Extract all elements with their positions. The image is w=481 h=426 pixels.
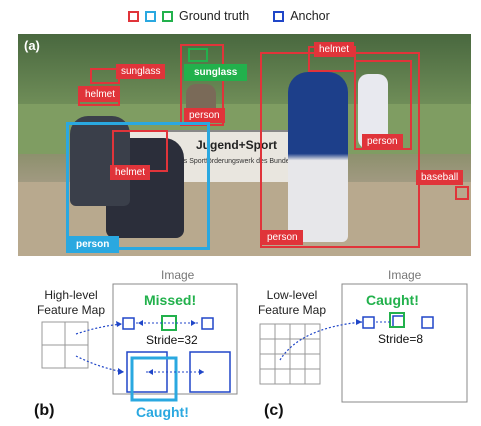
gt-box-person-top: [180, 44, 224, 126]
panel-b-missed-label: Missed!: [144, 292, 197, 308]
gt-large-blue-b: [130, 356, 178, 402]
panel-c-stride-label: Stride=8: [378, 332, 424, 346]
panel-c-feature-map-label: Low-level Feature Map: [252, 288, 332, 318]
panel-c-image-frame: [341, 283, 468, 403]
legend-gt-blue-swatch: [145, 10, 156, 22]
panel-a-photo: 13 Jugend+Sport das Sportförderungswerk …: [18, 34, 471, 256]
gt-box-person-batter: [260, 52, 420, 248]
gt-box-sunglass-green: [188, 48, 208, 62]
gt-box-person-right: [354, 60, 412, 150]
panel-a-label: (a): [24, 38, 40, 53]
panel-c-caption: (c): [264, 402, 284, 419]
banner-text-2: das Sportförderungswerk des Bundes: [176, 158, 294, 165]
banner-text-1: Jugend+Sport: [196, 138, 278, 152]
low-level-feature-map-grid: [259, 323, 321, 385]
panel-b-image-title: Image: [161, 268, 195, 282]
tag-baseball: baseball: [416, 170, 464, 185]
legend-gt-green-swatch: [162, 10, 173, 22]
anchor-right-c: [421, 316, 434, 329]
panel-c-image-title: Image: [388, 268, 422, 282]
tag-sunglass-green: sunglass: [184, 64, 248, 81]
connector-top-b-arrowhead: [116, 321, 122, 327]
gt-box-baseball: [455, 186, 469, 200]
legend-anchor-swatch: [273, 10, 285, 22]
connector-c: [279, 321, 363, 361]
tag-person-right: person: [362, 134, 403, 149]
panel-b-stride-label: Stride=32: [146, 333, 198, 347]
panel-c-feature-map-text: Low-level Feature Map: [257, 288, 327, 317]
connector-bottom-b: [75, 355, 125, 373]
tag-person-batter: person: [262, 230, 303, 245]
gt-green-c: [389, 312, 405, 328]
tag-helmet-umpire: helmet: [80, 87, 121, 102]
connector-bottom-b-arrowhead: [118, 368, 124, 375]
connector-c-arrowhead: [356, 319, 362, 325]
gt-box-person-catcher-blue: [66, 122, 210, 250]
tag-sunglass-left: sunglass: [116, 64, 166, 79]
anchor-small-left-b: [122, 317, 135, 330]
anchor-mid-c: [392, 315, 405, 328]
anchor-small-right-b: [201, 317, 214, 330]
legend-anchor-label: Anchor: [290, 9, 330, 23]
connector-top-b: [75, 323, 123, 335]
legend-ground-truth-label: Ground truth: [179, 9, 250, 23]
batter-figure: [288, 72, 348, 242]
panel-b-caption: (b): [34, 402, 55, 419]
tag-person-top: person: [184, 108, 225, 123]
anchor-left-c: [362, 316, 375, 329]
panel-b-feature-map-text: High-level Feature Map: [36, 288, 106, 317]
legend-gt-red-swatch: [128, 10, 139, 22]
tag-person-catcher: person: [66, 236, 120, 253]
panel-b-caught-label: Caught!: [136, 404, 189, 420]
legend: Ground truth Anchor: [128, 6, 344, 26]
panel-c-caught-label: Caught!: [366, 292, 419, 308]
tag-helmet-catcher: helmet: [110, 165, 151, 180]
high-level-feature-map-grid: [41, 321, 89, 369]
panel-b-feature-map-label: High-level Feature Map: [34, 288, 108, 318]
